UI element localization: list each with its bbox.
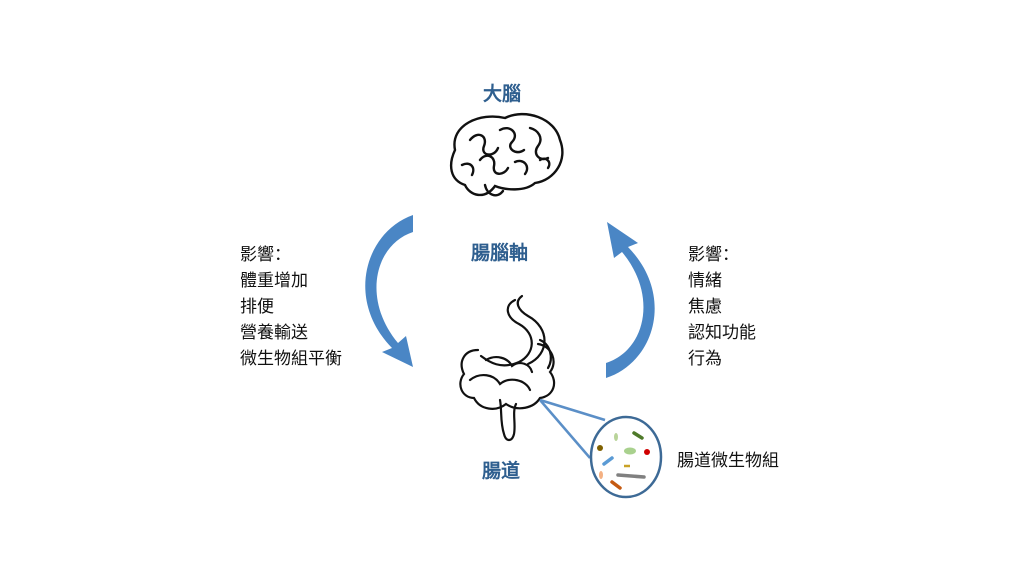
brain-illustration [449,113,564,197]
right-effects-heading: 影響： [688,245,739,265]
left-effect-item: 體重增加 [240,271,308,291]
right-effect-item: 行為 [688,349,722,369]
left-effect-item: 營養輸送 [240,323,308,343]
right-effect-item: 情緒 [688,271,722,291]
left-effects-list: 影響： 體重增加 排便 營養輸送 微生物組平衡 [240,242,342,372]
intestine-illustration [459,294,556,442]
microbiome-callout-lines [539,398,606,459]
gut-label: 腸道 [482,460,521,482]
microbiome-label: 腸道微生物組 [677,451,779,471]
right-effects-list: 影響： 情緒 焦慮 認知功能 行為 [688,242,756,372]
microbiome-circle [589,415,663,499]
left-effect-item: 排便 [240,297,274,317]
left-cycle-arrow [365,215,413,367]
right-effect-item: 認知功能 [688,323,756,343]
right-cycle-arrow [606,222,655,378]
brain-label: 大腦 [483,83,522,105]
gut-brain-axis-label: 腸腦軸 [471,242,529,264]
right-effect-item: 焦慮 [688,297,722,317]
left-effects-heading: 影響： [240,245,291,265]
left-effect-item: 微生物組平衡 [240,349,342,369]
